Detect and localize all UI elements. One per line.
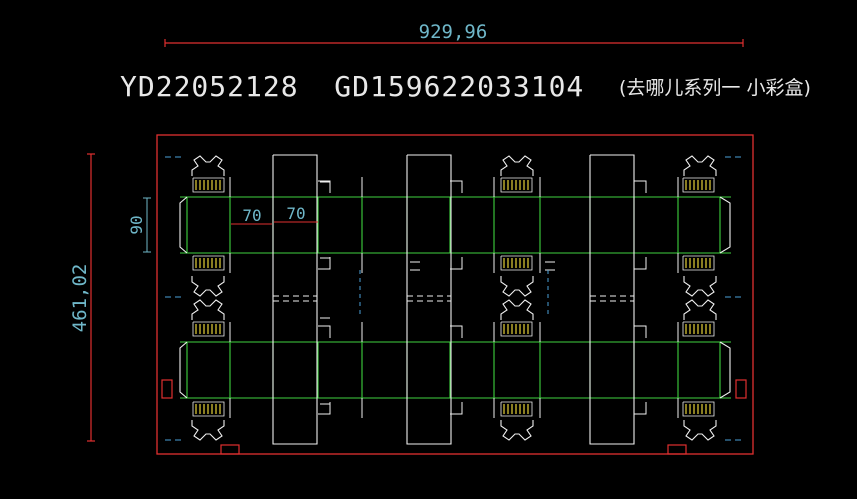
cut-lines (179, 154, 731, 445)
title-description: (去哪儿系列一 小彩盒) (619, 77, 811, 99)
segment-dimensions: 70 70 (231, 204, 318, 225)
crease-lines (180, 196, 731, 399)
height-dimension: 461,02 (69, 153, 95, 442)
panel-height-label: 90 (127, 215, 146, 234)
panel-height-dimension: 90 (127, 197, 151, 253)
segment-b-label: 70 (286, 204, 305, 223)
board-outline (156, 134, 754, 455)
width-dimension-label: 929,96 (419, 21, 488, 43)
drawing-title: YD22052128 GD159622033104 (去哪儿系列一 小彩盒) (120, 70, 811, 103)
width-dimension: 929,96 (164, 21, 744, 47)
title-codes: YD22052128 GD159622033104 (120, 70, 584, 103)
hidden-lines (165, 156, 745, 441)
height-dimension-label: 461,02 (69, 264, 91, 333)
board-notches (161, 379, 747, 455)
slot-marks (195, 180, 711, 414)
segment-a-label: 70 (242, 206, 261, 225)
